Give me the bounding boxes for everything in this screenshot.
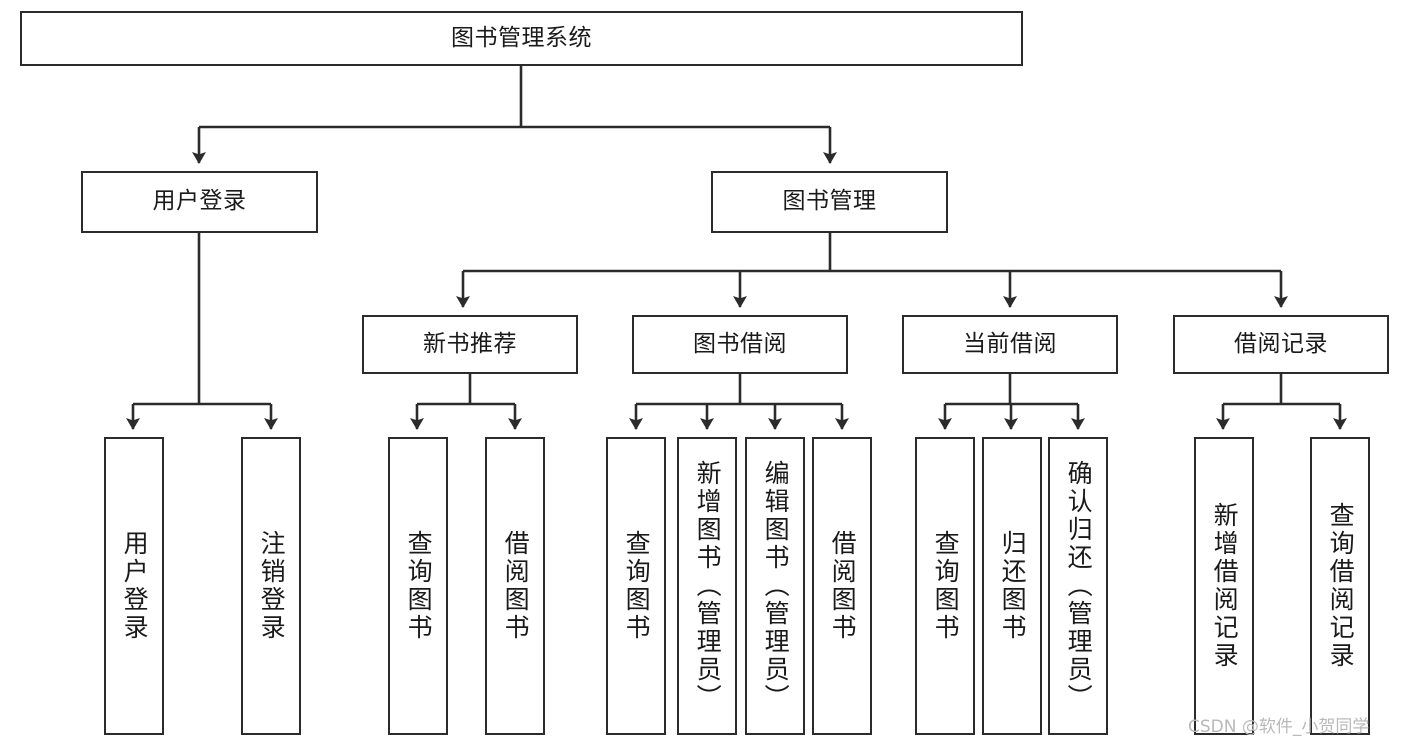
node-new-book-recommend[interactable]: 新书推荐 bbox=[362, 315, 578, 374]
node-label: 新书推荐 bbox=[423, 330, 517, 357]
csdn-watermark: CSDN @软件_小贺同学 bbox=[1188, 717, 1370, 737]
node-label: 借阅图书 bbox=[828, 530, 858, 642]
leaf-query-borrow-record[interactable]: 查询借阅记录 bbox=[1310, 437, 1370, 735]
node-label: 图书借阅 bbox=[693, 330, 787, 357]
node-label: 借阅图书 bbox=[501, 530, 531, 642]
leaf-edit-book-admin[interactable]: 编辑图书（管理员） bbox=[745, 437, 805, 735]
node-label: 图书管理系统 bbox=[451, 24, 592, 51]
leaf-borrow-book[interactable]: 借阅图书 bbox=[812, 437, 872, 735]
node-book-borrow[interactable]: 图书借阅 bbox=[632, 315, 848, 374]
node-label: 编辑图书（管理员） bbox=[761, 460, 791, 712]
node-book-management[interactable]: 图书管理 bbox=[711, 171, 948, 233]
leaf-query-book-recommend[interactable]: 查询图书 bbox=[388, 437, 448, 735]
leaf-logout-login[interactable]: 注销登录 bbox=[241, 437, 301, 735]
leaf-return-book[interactable]: 归还图书 bbox=[982, 437, 1042, 735]
leaf-add-borrow-record[interactable]: 新增借阅记录 bbox=[1194, 437, 1254, 735]
node-root-book-management-system[interactable]: 图书管理系统 bbox=[20, 11, 1023, 66]
node-label: 归还图书 bbox=[998, 530, 1028, 642]
node-label: 注销登录 bbox=[257, 530, 287, 642]
node-label: 新增借阅记录 bbox=[1210, 502, 1240, 670]
leaf-add-book-admin[interactable]: 新增图书（管理员） bbox=[677, 437, 737, 735]
node-label: 当前借阅 bbox=[963, 330, 1057, 357]
node-label: 用户登录 bbox=[120, 530, 150, 642]
leaf-borrow-book-recommend[interactable]: 借阅图书 bbox=[485, 437, 545, 735]
node-borrow-record[interactable]: 借阅记录 bbox=[1173, 315, 1389, 374]
leaf-query-book-borrow[interactable]: 查询图书 bbox=[606, 437, 666, 735]
node-user-login[interactable]: 用户登录 bbox=[81, 171, 318, 233]
node-current-borrow[interactable]: 当前借阅 bbox=[902, 315, 1118, 374]
node-label: 确认归还（管理员） bbox=[1064, 460, 1094, 712]
leaf-user-login[interactable]: 用户登录 bbox=[104, 437, 164, 735]
node-label: 查询借阅记录 bbox=[1326, 502, 1356, 670]
leaf-query-book-current[interactable]: 查询图书 bbox=[915, 437, 975, 735]
node-label: 查询图书 bbox=[404, 530, 434, 642]
node-label: 查询图书 bbox=[622, 530, 652, 642]
node-label: 图书管理 bbox=[782, 188, 877, 215]
node-label: 借阅记录 bbox=[1234, 330, 1328, 357]
node-label: 查询图书 bbox=[931, 530, 961, 642]
node-label: 用户登录 bbox=[152, 188, 247, 215]
node-label: 新增图书（管理员） bbox=[693, 460, 723, 712]
leaf-confirm-return-admin[interactable]: 确认归还（管理员） bbox=[1048, 437, 1108, 735]
